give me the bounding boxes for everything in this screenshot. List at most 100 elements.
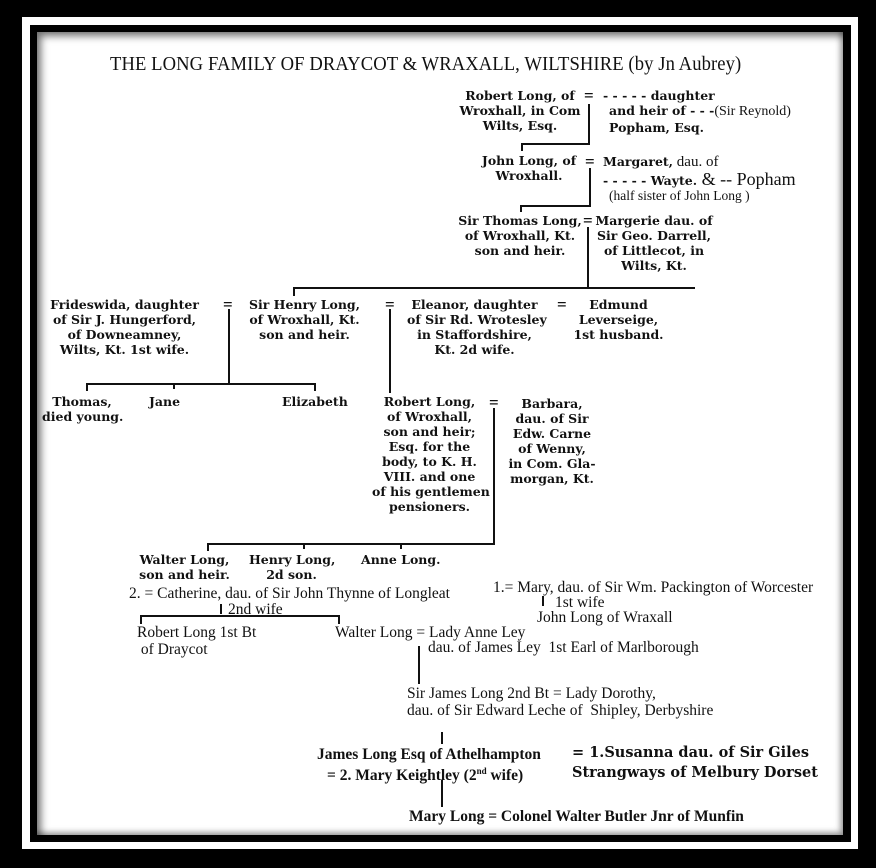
gen3-husband: Sir Thomas Long, of Wroxhall, Kt. son an… (455, 213, 585, 258)
connector-drop (314, 383, 316, 391)
gen5-wife-line: Edw. Carne (512, 426, 592, 441)
first-marriage-descent (542, 596, 544, 606)
gen4-husband-line: son and heir. (259, 327, 350, 342)
gen4-first-children-connector (86, 383, 315, 385)
gen2-connector-drop (520, 205, 522, 212)
gen1-wife-line: Popham, Esq. (609, 120, 704, 135)
gen4-husband: Sir Henry Long, of Wroxhall, Kt. son and… (247, 297, 362, 342)
gen5-husband-line: of his gentlemen (372, 484, 490, 499)
connector-drop (303, 543, 305, 549)
gen9-line2-text: = 2. Mary Keightley (2 (327, 767, 477, 785)
gen6-children-connector (140, 615, 339, 617)
gen1-husband: Robert Long, of Wroxhall, in Com Wilts, … (455, 88, 585, 133)
gen5-husband-line: of Wroxhall, (387, 409, 472, 424)
gen4-first-wife-line: of Sir J. Hungerford, (52, 312, 197, 327)
gen9-superscript: nd (476, 766, 487, 776)
gen3-connector-drop (293, 287, 295, 296)
marriage-symbol: = (557, 295, 567, 314)
child-walter-long: Walter Long, son and heir. (137, 552, 232, 582)
connector-drop (400, 543, 402, 549)
gen2-wife-line: Margaret, dau. of (603, 153, 796, 171)
gen5-wife-line: dau. of Sir (515, 411, 589, 426)
connector-drop (140, 615, 142, 624)
child-elizabeth: Elizabeth (282, 394, 348, 409)
gen1-wife-text: and heir of - - - (609, 103, 715, 118)
gen5-descent-line (493, 408, 495, 544)
gen2-connector (520, 205, 591, 207)
gen7-walter-long: Walter Long = Lady Anne Ley (335, 624, 526, 641)
child-henry-long: Henry Long, 2d son. (249, 552, 335, 582)
gen3-husband-line: son and heir. (474, 243, 566, 258)
gen1-husband-line: Wilts, Esq. (482, 118, 558, 133)
gen2-wife-note: (half sister of John Long ) (609, 188, 750, 203)
gen4-second-wife-line: in Staffordshire, (417, 327, 532, 342)
gen3-wife-line: Sir Geo. Darrell, (596, 228, 712, 243)
gen2-wife: Margaret, dau. of - - - - - Wayte. & -- … (603, 153, 796, 203)
gen3-connector (293, 287, 695, 289)
gen4-first-descent-line (228, 309, 230, 384)
connector-drop (338, 615, 340, 624)
gen3-wife-line: Wilts, Kt. (621, 258, 687, 273)
gen5-husband-line: Robert Long, (383, 394, 476, 409)
gen5-children-connector (207, 543, 495, 545)
gen3-husband-line: Sir Thomas Long, (458, 213, 582, 228)
connector-drop (86, 383, 88, 391)
first-marriage-child: John Long of Wraxall (537, 609, 673, 626)
connector-drop (207, 543, 209, 551)
gen4-second-wife-first-husband: Edmund Leverseige, 1st husband. (571, 297, 666, 342)
gen10-line: Mary Long = Colonel Walter Butler Jnr of… (409, 808, 744, 825)
gen1-wife-line: and heir of - - -(Sir Reynold) (603, 103, 791, 120)
gen8-line1: Sir James Long 2nd Bt = Lady Dorothy, (407, 685, 656, 702)
gen7-robert-line: Robert Long 1st Bt (137, 624, 257, 641)
gen4-husband-line: Sir Henry Long, (248, 297, 361, 312)
gen7-walter-spouse-note: dau. of James Ley 1st Earl of Marlboroug… (428, 639, 699, 656)
gen9-descent-line (441, 780, 443, 807)
gen4-first-husband-line: Leverseige, (578, 312, 659, 327)
connector-drop (389, 381, 391, 393)
gen3-descent-line (587, 227, 589, 288)
gen9-spouse1: = 1.Susanna dau. of Sir Giles Strangways… (572, 743, 818, 783)
marriage-symbol: = (489, 393, 499, 412)
child-name: Walter Long, (139, 552, 230, 567)
gen2-wife-text: - - - - - Wayte. (603, 173, 698, 188)
gen1-husband-line: Wroxhall, in Com (459, 103, 581, 118)
gen1-husband-line: Robert Long, of (465, 88, 575, 103)
gen9-line2: = 2. Mary Keightley (2nd wife) (327, 763, 523, 784)
gen5-wife-line: of Wenny, (518, 441, 586, 456)
child-note: died young. (42, 409, 124, 424)
gen5-husband-line: pensioners. (389, 499, 470, 514)
child-note: 2d son. (266, 567, 317, 582)
second-marriage-descent (220, 604, 222, 614)
gen7-robert-line: of Draycot (137, 641, 208, 658)
gen5-wife-line: Barbara, (521, 396, 583, 411)
gen8-descent-line (441, 732, 443, 744)
child-thomas: Thomas, died young. (42, 394, 124, 424)
gen4-first-husband-line: 1st husband. (573, 327, 664, 342)
gen2-descent-line (589, 168, 591, 206)
gen4-second-wife-line: Eleanor, daughter (411, 297, 538, 312)
walter-first-marriage: 1.= Mary, dau. of Sir Wm. Packington of … (493, 579, 814, 596)
gen1-connector-drop (521, 143, 523, 151)
gen5-husband-line: VIII. and one (383, 469, 476, 484)
gen2-wife-text: dau. of (673, 154, 719, 170)
marriage-symbol: = (584, 86, 594, 105)
gen1-wife: - - - - - daughter and heir of - - -(Sir… (603, 88, 791, 135)
gen9-spouse1-line: Strangways of Melbury Dorset (572, 764, 818, 781)
gen3-wife: Margerie dau. of Sir Geo. Darrell, of Li… (595, 213, 713, 273)
walter-second-marriage: 2. = Catherine, dau. of Sir John Thynne … (129, 585, 450, 602)
connector-drop (173, 383, 175, 389)
family-tree-page: THE LONG FAMILY OF DRAYCOT & WRAXALL, WI… (37, 32, 843, 835)
gen4-second-wife: Eleanor, daughter of Sir Rd. Wrotesley i… (407, 297, 547, 357)
gen4-first-wife: Frideswida, daughter of Sir J. Hungerfor… (37, 297, 212, 357)
child-name: Thomas, (52, 394, 112, 409)
child-anne-long: Anne Long. (361, 552, 441, 567)
marriage-symbol: = (385, 295, 395, 314)
gen9-line2-text: wife) (486, 767, 524, 785)
gen3-husband-line: of Wroxhall, Kt. (464, 228, 576, 243)
gen2-husband-line: John Long, of (481, 153, 577, 168)
child-jane: Jane (149, 394, 181, 409)
gen9-line1: James Long Esq of Athelhampton (317, 746, 541, 763)
gen5-wife-line: morgan, Kt. (510, 471, 594, 486)
gen2-wife-name: Margaret, (603, 154, 674, 169)
page-title: THE LONG FAMILY OF DRAYCOT & WRAXALL, WI… (110, 53, 742, 75)
